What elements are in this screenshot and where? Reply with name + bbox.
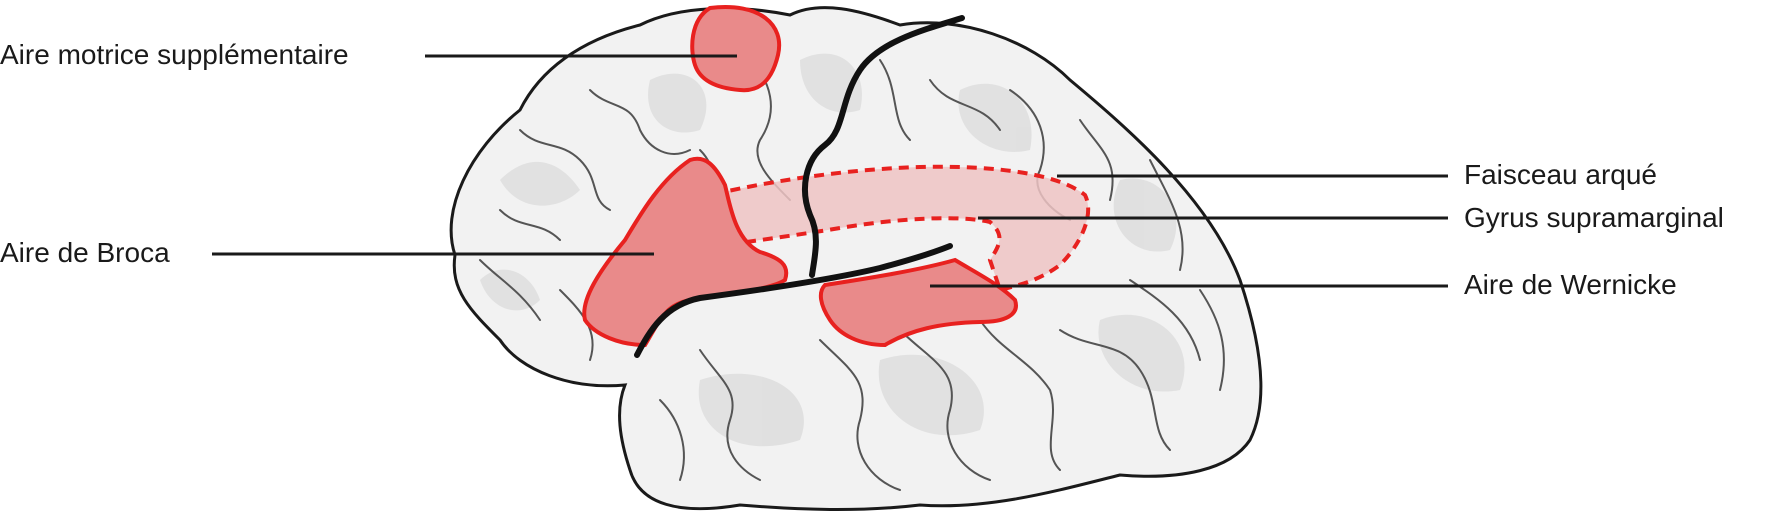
wernicke-area — [818, 257, 1018, 348]
brain-outline — [449, 6, 1263, 512]
supplementary-motor-area — [690, 5, 782, 93]
label-broca-area: Aire de Broca — [0, 237, 170, 268]
arcuate-fasciculus-region — [645, 164, 1091, 293]
leader-lines — [212, 54, 1448, 288]
central-sulcus — [802, 15, 965, 278]
broca-area — [582, 156, 789, 348]
label-arcuate-fasciculus: Faisceau arqué — [1464, 159, 1658, 190]
label-wernicke-area: Aire de Wernicke — [1464, 269, 1677, 300]
lateral-fissure — [634, 243, 953, 358]
label-supplementary-motor-area: Aire motrice supplémentaire — [0, 39, 349, 70]
label-supramarginal-gyrus: Gyrus supramarginal — [1464, 202, 1724, 233]
